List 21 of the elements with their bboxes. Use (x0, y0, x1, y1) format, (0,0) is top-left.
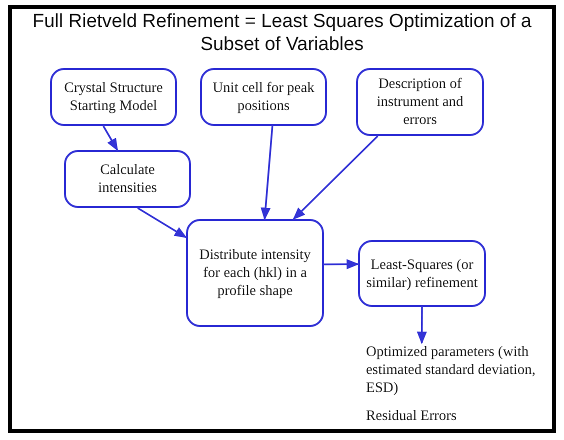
arrow (137, 207, 188, 238)
result-text: Residual Errors (366, 407, 458, 425)
process-box (200, 68, 327, 126)
box-text: Least-Squares (or similar) refinement (365, 256, 479, 292)
box-text: Calculate intensities (97, 161, 158, 197)
arrow (102, 126, 118, 152)
arrow (416, 307, 427, 344)
box-text: Crystal Structure Starting Model (63, 79, 164, 115)
box-text: Description of instrument and errors (376, 75, 464, 129)
box-text: Unit cell for peak positions (212, 79, 316, 115)
arrow (324, 259, 360, 270)
arrow (292, 135, 378, 220)
process-box (64, 150, 191, 208)
result-text: Optimized parameters (with estimated standard deviation, ESD) (366, 343, 537, 397)
arrow (260, 126, 274, 220)
process-box (50, 68, 177, 126)
title: Full Rietveld Refinement = Least Squares Optimization of a Subset of Variables (31, 10, 532, 56)
process-box (358, 240, 486, 307)
process-box (186, 219, 324, 327)
box-text: Distribute intensity for each (hkl) in a profile shape (198, 246, 312, 300)
process-box (356, 68, 484, 136)
